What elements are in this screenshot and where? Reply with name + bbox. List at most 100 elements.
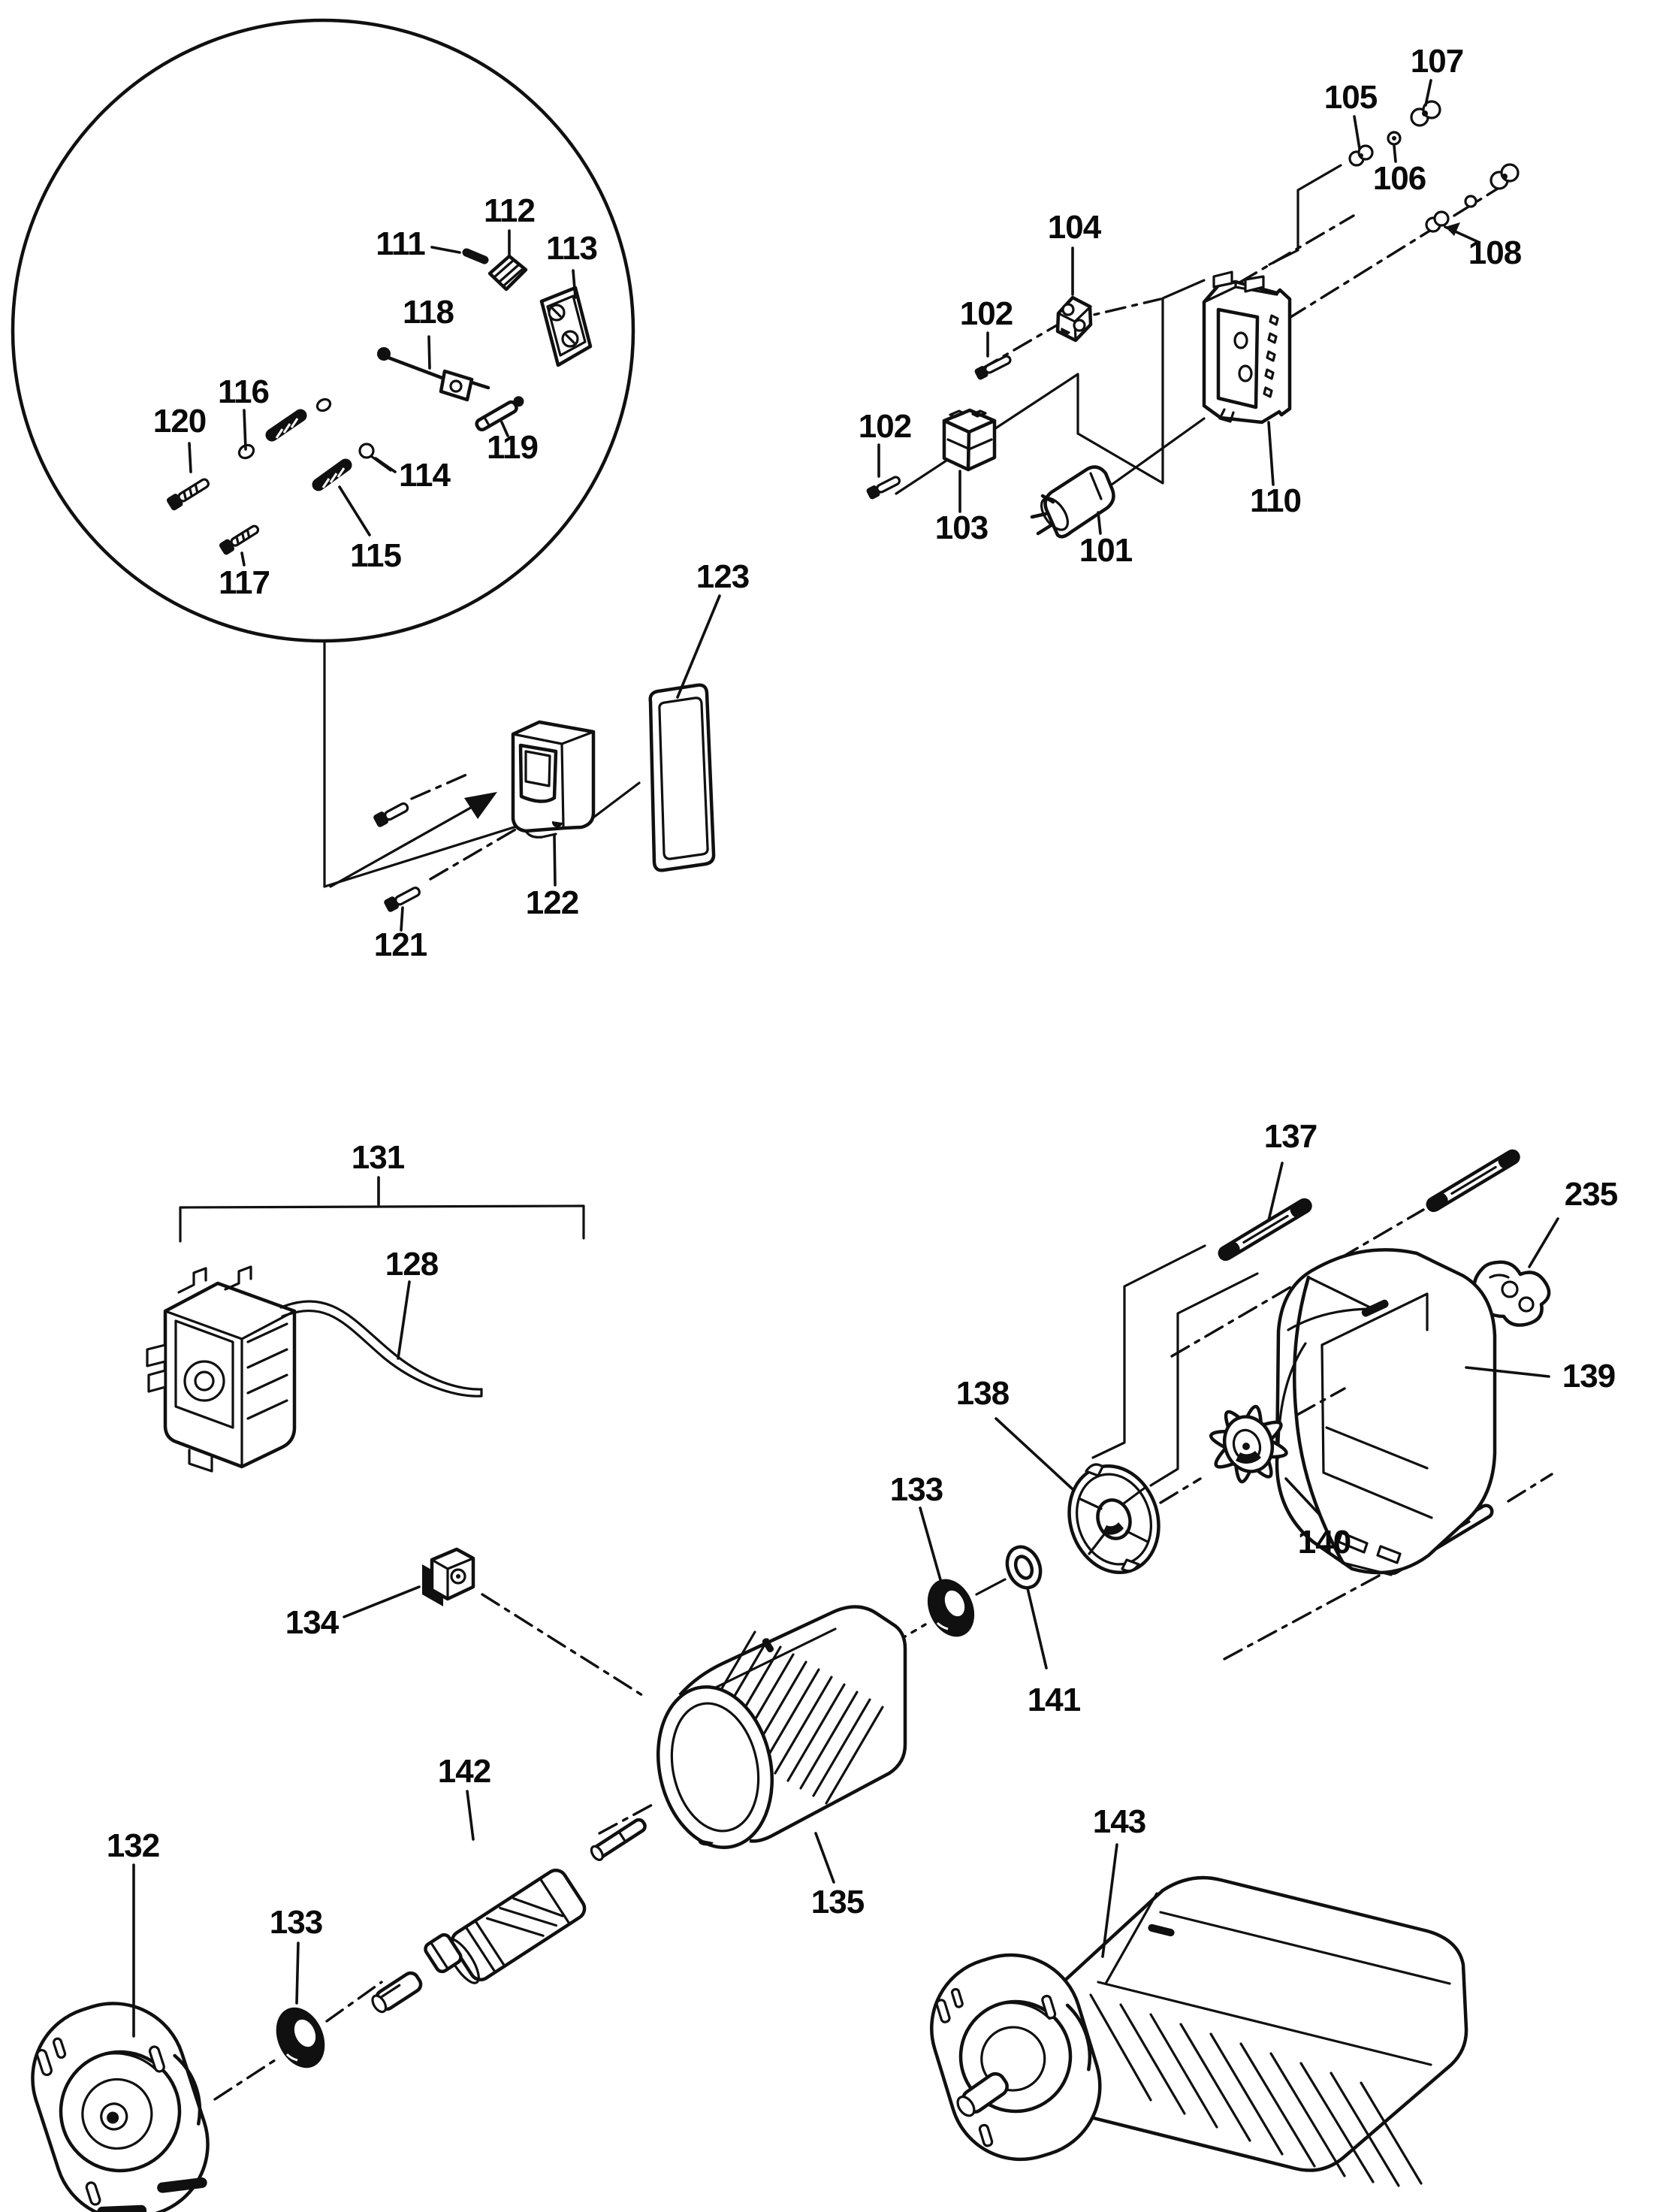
leader-122-21 [553, 834, 557, 887]
leader-111-10 [430, 246, 461, 254]
part-132-end-flange [31, 2002, 210, 2212]
leader-137-30 [1267, 1162, 1284, 1222]
part-111-pin [462, 248, 489, 264]
leader-128-23 [397, 1280, 411, 1360]
leader-235-37 [1528, 1217, 1559, 1268]
part-101-capacitor [1030, 465, 1115, 539]
part-137-tie-rod-a [1218, 1198, 1312, 1262]
leader-115-14 [338, 485, 371, 536]
callout-112-11: 112 [484, 192, 536, 229]
part-140-fan [1209, 1404, 1288, 1484]
part-110-switch-housing [1202, 270, 1292, 425]
part-133-bearing-lower [276, 2007, 325, 2068]
detail-balloon-circle [11, 18, 635, 888]
callout-131-24: 131 [351, 1139, 405, 1176]
callout-138-31: 138 [955, 1375, 1010, 1412]
callout-101-0: 101 [1079, 532, 1133, 569]
part-106-nut [1387, 131, 1402, 146]
leader-101-0 [1097, 511, 1102, 535]
leader-121-20 [400, 906, 404, 932]
callout-115-14: 115 [350, 537, 402, 574]
callout-108-8: 108 [1468, 234, 1522, 271]
callout-104-4: 104 [1047, 209, 1101, 246]
part-108-grommet-set [1425, 163, 1520, 233]
callout-105-5: 105 [1324, 79, 1378, 116]
part-128-pressure-switch [146, 1265, 297, 1473]
part-103-overload [942, 408, 997, 472]
leader-114-13 [374, 457, 397, 473]
leader-142-35 [466, 1790, 475, 1841]
axis-lines-switch [329, 771, 641, 888]
part-118-lever [377, 347, 490, 402]
leader-133-27 [919, 1506, 943, 1584]
callout-116-15: 116 [218, 373, 270, 410]
leader-143-36 [1101, 1843, 1118, 1958]
callout-140-33: 140 [1297, 1524, 1351, 1561]
callout-134-28: 134 [285, 1604, 339, 1641]
callout-133-26: 133 [269, 1904, 323, 1941]
callout-137-30: 137 [1263, 1118, 1317, 1155]
callout-139-32: 139 [1562, 1358, 1616, 1395]
callout-141-34: 141 [1027, 1682, 1081, 1718]
callout-132-25: 132 [106, 1827, 160, 1864]
callout-107-7: 107 [1410, 43, 1464, 80]
leader-107-7 [1424, 79, 1432, 107]
part-122-switch [511, 720, 596, 839]
callout-103-3: 103 [934, 509, 988, 546]
leader-140-33 [1284, 1477, 1321, 1516]
leader-138-31 [995, 1417, 1074, 1491]
callout-110-9: 110 [1250, 482, 1302, 519]
part-133-bearing-upper [927, 1579, 975, 1637]
callout-235-37: 235 [1564, 1176, 1618, 1213]
part-135-stator [656, 1605, 907, 1850]
leader-119-18 [500, 421, 509, 437]
callout-118-17: 118 [403, 294, 454, 331]
callout-111-10: 111 [376, 225, 426, 262]
part-119-pin [475, 396, 524, 432]
part-139-field-housing [1275, 1248, 1497, 1576]
part-138-bearing-plate [1067, 1463, 1161, 1575]
callout-114-13: 114 [399, 457, 451, 494]
callout-133-27: 133 [889, 1471, 943, 1508]
part-112-brush [487, 254, 528, 292]
part-104-terminal [1055, 295, 1093, 343]
leader-106-6 [1393, 144, 1397, 163]
leader-141-34 [1026, 1587, 1048, 1670]
leader-110-9 [1267, 421, 1275, 486]
leader-118-17 [427, 335, 431, 370]
leader-134-28 [343, 1585, 421, 1618]
callout-120-19: 120 [152, 403, 207, 440]
axis-lines-flange [213, 1981, 383, 2101]
part-142-armature [371, 1818, 647, 2014]
part-117-screw [219, 524, 260, 555]
callout-135-29: 135 [810, 1884, 865, 1920]
leader-117-16 [240, 551, 246, 567]
callout-113-12: 113 [546, 230, 598, 267]
callout-106-6: 106 [1372, 160, 1426, 197]
leader-135-29 [814, 1832, 835, 1884]
callout-123-22: 123 [696, 558, 750, 595]
leader-105-5 [1353, 115, 1361, 150]
axis-nut-stator [481, 1593, 646, 1698]
part-141-washer [1005, 1545, 1043, 1590]
callout-102-2: 102 [858, 408, 912, 445]
callout-143-36: 143 [1092, 1803, 1146, 1840]
part-113-plate [539, 286, 593, 367]
leader-123-22 [676, 594, 721, 699]
bracket-131 [179, 1204, 585, 1243]
wire-128 [279, 1300, 483, 1398]
callout-122-21: 122 [525, 884, 579, 921]
part-121-screw-b [384, 886, 421, 912]
part-137-tie-rod-b [1426, 1149, 1520, 1213]
leader-113-12 [572, 269, 577, 299]
leader-108-8 [1444, 225, 1480, 243]
callout-128-23: 128 [385, 1246, 439, 1283]
leader-133-26 [295, 1942, 300, 2005]
part-105-grommet [1348, 144, 1374, 167]
part-120-screw [166, 478, 210, 511]
callout-102-1: 102 [959, 295, 1013, 332]
part-116-spring [237, 397, 332, 460]
leader-120-19 [188, 442, 192, 473]
part-123-gasket [648, 683, 716, 872]
